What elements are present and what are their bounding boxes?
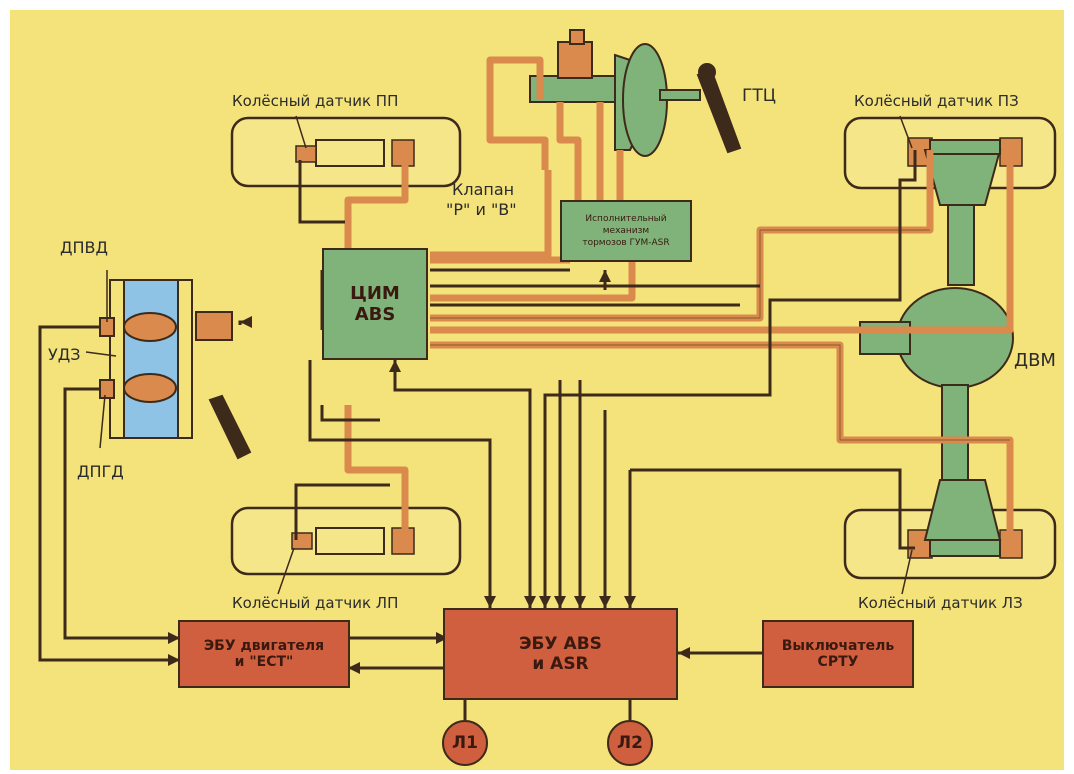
throttle-body <box>99 279 252 460</box>
cim-abs-label-2: ABS <box>354 304 396 325</box>
label-valve-2: "Р" и "В" <box>446 200 517 219</box>
ebu-abs-asr: ЭБУ ABS и ASR <box>443 608 678 700</box>
srtu-switch-label-2: СРТУ <box>817 654 859 670</box>
wheel-front-right <box>230 116 462 188</box>
wiring <box>38 150 917 720</box>
actuator-label-2: механизм <box>602 226 650 236</box>
sensor-pointers <box>85 115 913 595</box>
cim-abs-label-1: ЦИМ <box>350 283 400 304</box>
label-valve-1: Клапан <box>452 180 515 199</box>
master-cylinder-assembly <box>529 29 742 157</box>
label-udz: УДЗ <box>48 345 81 364</box>
actuator-module: Исполнительный механизм тормозов ГУМ-ASR <box>560 200 692 262</box>
label-sensor-front-right: Колёсный датчик ПП <box>232 92 399 110</box>
actuator-label-1: Исполнительный <box>585 214 667 224</box>
lamp-l2-label: Л2 <box>617 733 643 753</box>
ebu-abs-label-2: и ASR <box>532 654 589 674</box>
label-sensor-rear-right: Колёсный датчик ЛП <box>232 594 399 612</box>
lamp-l1-label: Л1 <box>452 733 478 753</box>
srtu-switch: Выключатель СРТУ <box>762 620 914 688</box>
actuator-label-3: тормозов ГУМ-ASR <box>582 238 670 248</box>
label-dpvd: ДПВД <box>60 238 109 257</box>
srtu-switch-label-1: Выключатель <box>781 638 895 654</box>
cim-abs-module: ЦИМ ABS <box>322 248 428 360</box>
ebu-engine: ЭБУ двигателя и "ЕСТ" <box>178 620 350 688</box>
ebu-engine-label-1: ЭБУ двигателя <box>203 638 325 654</box>
label-dvm: ДВМ <box>1014 350 1056 371</box>
wheel-rear-right <box>230 506 462 576</box>
label-sensor-front-left: Колёсный датчик ПЗ <box>854 92 1019 110</box>
label-master-cylinder: ГТЦ <box>742 86 776 106</box>
rear-axle <box>859 139 1014 557</box>
label-sensor-rear-left: Колёсный датчик ЛЗ <box>858 594 1023 612</box>
warning-lamp-l1: Л1 <box>442 720 488 766</box>
wire-arrows <box>168 270 690 674</box>
label-dpgd: ДПГД <box>77 462 124 481</box>
ebu-engine-label-2: и "ЕСТ" <box>234 654 294 670</box>
ebu-abs-label-1: ЭБУ ABS <box>519 634 602 654</box>
warning-lamp-l2: Л2 <box>607 720 653 766</box>
hydraulic-lines-outline <box>430 229 1010 441</box>
